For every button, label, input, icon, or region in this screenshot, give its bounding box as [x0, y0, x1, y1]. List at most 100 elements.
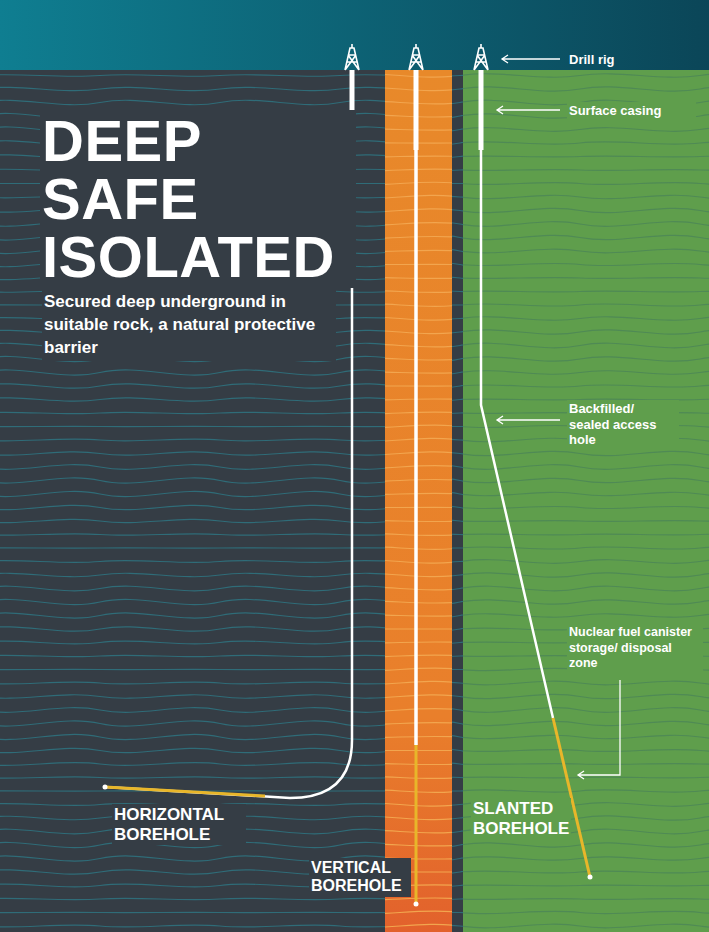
borehole-label: VERTICAL BOREHOLE — [309, 858, 411, 897]
strata-line — [463, 195, 709, 198]
strata-line — [0, 452, 709, 455]
strata-line — [0, 708, 709, 713]
strata-line — [385, 533, 452, 535]
strata-line — [0, 829, 709, 834]
strata-line — [385, 560, 452, 563]
strata-line — [463, 385, 709, 387]
strata-line — [463, 600, 709, 604]
strata-line — [385, 209, 452, 212]
strata-line — [385, 236, 452, 238]
strata-line — [385, 330, 452, 333]
title: DEEP SAFE ISOLATED — [40, 110, 356, 288]
strata-line — [0, 748, 709, 752]
caption: Secured deep underground in suitable roc… — [42, 290, 336, 361]
surface-casing — [479, 70, 484, 150]
strata-line — [385, 615, 452, 616]
borehole-label: HORIZONTAL BOREHOLE — [112, 804, 246, 845]
strata-line — [385, 547, 452, 550]
strata-line — [0, 925, 709, 927]
strata-line — [385, 750, 452, 751]
strata-line — [463, 155, 709, 157]
strata-line — [385, 465, 452, 468]
strata-line — [385, 195, 452, 198]
strata-line — [385, 642, 452, 643]
borehole-end — [103, 785, 108, 790]
strata-line — [385, 399, 452, 400]
strata-line — [385, 372, 452, 373]
strata-line — [385, 722, 452, 724]
strata-line — [385, 695, 452, 698]
strata-line — [385, 438, 452, 441]
strata-line — [385, 358, 452, 360]
strata-line — [0, 682, 709, 684]
callout-label: Drill rig — [567, 51, 681, 69]
strata-line — [385, 344, 452, 347]
strata-line — [385, 507, 452, 508]
strata-line — [385, 776, 452, 778]
strata-line — [385, 789, 452, 792]
strata-line — [463, 547, 709, 549]
disposal-zone — [415, 745, 418, 903]
strata-line — [463, 924, 709, 928]
strata-line — [463, 790, 709, 792]
strata-line — [0, 384, 709, 388]
strata-line — [463, 371, 709, 375]
strata-line — [463, 911, 709, 913]
strata-line — [385, 250, 452, 251]
strata-line — [385, 763, 452, 764]
strata-line — [463, 694, 709, 698]
strata-line — [0, 505, 709, 509]
strata-line — [0, 465, 709, 470]
strata-line — [385, 601, 452, 603]
strata-line — [385, 681, 452, 684]
strata-line — [463, 249, 709, 253]
strata-line — [385, 911, 452, 914]
strata-line — [0, 777, 709, 779]
rock-strata — [463, 70, 709, 932]
strata-line — [463, 560, 709, 564]
strata-line — [0, 573, 709, 576]
strata-line — [385, 628, 452, 629]
strata-line — [463, 74, 709, 77]
strata-line — [385, 425, 452, 428]
strata-line — [463, 492, 709, 496]
strata-line — [385, 844, 452, 846]
strata-line — [0, 790, 709, 791]
strata-line — [463, 763, 709, 765]
strata-line — [463, 317, 709, 321]
strata-line — [463, 520, 709, 522]
strata-line — [463, 357, 709, 361]
sky-band — [0, 0, 709, 70]
strata-line — [463, 614, 709, 617]
strata-line — [463, 749, 709, 751]
strata-line — [385, 169, 452, 171]
strata-line — [463, 506, 709, 508]
drill-rig — [345, 44, 488, 70]
strata-line — [0, 842, 709, 847]
strata-line — [385, 803, 452, 806]
strata-line — [385, 479, 452, 481]
callout-label: Surface casing — [567, 102, 696, 120]
strata-line — [463, 735, 709, 738]
strata-line — [463, 721, 709, 725]
orange-rock — [385, 70, 452, 932]
strata-line — [385, 385, 452, 386]
strata-line — [385, 493, 452, 494]
strata-line — [0, 370, 709, 375]
callout-label: Backfilled/ sealed access hole — [567, 400, 679, 449]
strata-line — [463, 465, 709, 470]
strata-line — [385, 587, 452, 590]
strata-line — [0, 695, 709, 699]
strata-line — [385, 830, 452, 833]
strata-line — [385, 222, 452, 225]
disposal-zone — [105, 787, 265, 796]
strata-line — [0, 721, 709, 726]
strata-line — [0, 519, 709, 522]
strata-line — [463, 776, 709, 778]
strata-line — [0, 561, 709, 563]
strata-line — [463, 451, 709, 455]
strata-line — [385, 898, 452, 900]
strata-line — [0, 912, 709, 914]
strata-line — [463, 586, 709, 591]
